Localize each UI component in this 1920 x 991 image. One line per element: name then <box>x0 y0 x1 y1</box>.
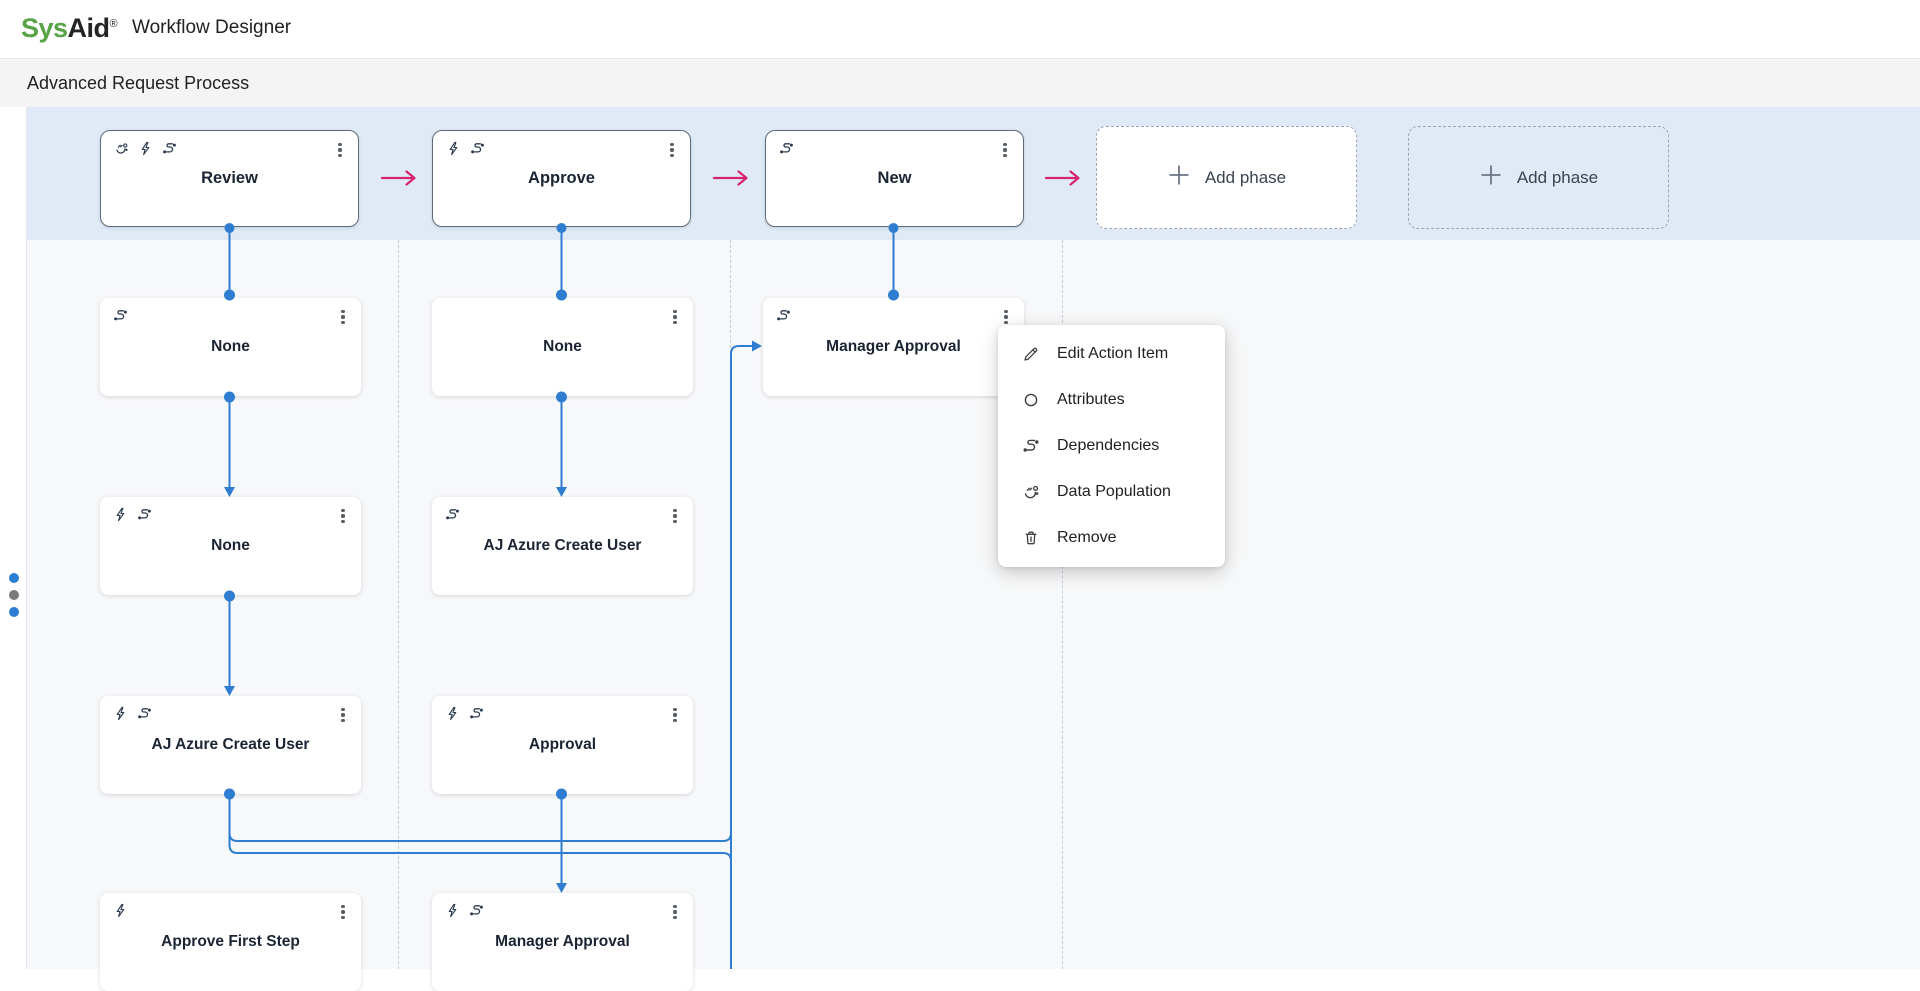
action-item-menu-button[interactable] <box>666 306 684 328</box>
action-item-title: Manager Approval <box>495 933 630 950</box>
action-item-card[interactable]: Manager Approval <box>432 893 693 991</box>
logo-aid: Aid <box>67 13 111 43</box>
sysaid-logo: SysAid® <box>21 13 118 44</box>
dependencies-icon <box>470 141 485 156</box>
data-population-icon <box>114 141 129 156</box>
menu-item-edit-action-item[interactable]: Edit Action Item <box>998 331 1225 377</box>
add-phase-label: Add phase <box>1516 167 1599 187</box>
action-item-title: None <box>543 338 582 355</box>
action-item-card[interactable]: None <box>432 298 693 396</box>
connector-arrowhead <box>752 340 762 352</box>
connector-arrowhead <box>224 686 235 696</box>
logo-sys: Sys <box>21 13 68 43</box>
action-item-card[interactable]: AJ Azure Create User <box>432 497 693 595</box>
left-rail <box>0 107 27 969</box>
lightning-icon <box>113 507 128 522</box>
plus-icon <box>1479 163 1503 192</box>
dependencies-icon <box>162 141 177 156</box>
action-item-menu-button[interactable] <box>334 306 352 328</box>
action-item-card[interactable]: None <box>100 497 361 595</box>
action-item-card[interactable]: AJ Azure Create User <box>100 696 361 794</box>
column-separator <box>1062 240 1063 969</box>
action-item-menu-button[interactable] <box>997 306 1015 328</box>
panel-drag-handle[interactable] <box>8 573 20 617</box>
menu-item-attributes[interactable]: Attributes <box>998 377 1225 423</box>
phase-menu-button[interactable] <box>663 139 681 161</box>
pencil-icon <box>1022 345 1040 363</box>
connector-arrowhead <box>556 487 567 497</box>
menu-item-label: Dependencies <box>1057 437 1160 454</box>
menu-item-label: Data Population <box>1057 483 1171 500</box>
connector-arrowhead <box>556 883 567 893</box>
action-item-card[interactable]: Approve First Step <box>100 893 361 991</box>
data-population-icon <box>1022 483 1040 501</box>
handle-dot <box>9 590 19 600</box>
menu-item-data-population[interactable]: Data Population <box>998 469 1225 515</box>
add-phase-button[interactable]: Add phase <box>1096 126 1357 229</box>
dependencies-icon <box>776 308 791 323</box>
action-item-card[interactable]: Approval <box>432 696 693 794</box>
phase-card-review[interactable]: Review <box>100 130 359 227</box>
page-title: Workflow Designer <box>132 17 292 38</box>
logo-registered-mark: ® <box>109 18 118 30</box>
breadcrumb-bar: Advanced Request Process <box>0 58 1920 107</box>
handle-dot <box>9 573 19 583</box>
action-item-title: None <box>211 537 250 554</box>
dependencies-icon <box>113 308 128 323</box>
dependencies-icon <box>1022 437 1040 455</box>
menu-item-remove[interactable]: Remove <box>998 515 1225 561</box>
phase-menu-button[interactable] <box>331 139 349 161</box>
action-item-title: Approve First Step <box>161 933 300 950</box>
handle-dot <box>9 607 19 617</box>
action-item-title: None <box>211 338 250 355</box>
menu-item-label: Edit Action Item <box>1057 345 1169 362</box>
dependencies-icon <box>779 141 794 156</box>
workflow-name: Advanced Request Process <box>27 73 250 93</box>
action-item-card[interactable]: None <box>100 298 361 396</box>
trash-icon <box>1022 529 1040 547</box>
dependencies-icon <box>137 507 152 522</box>
plus-icon <box>1167 163 1191 192</box>
menu-item-dependencies[interactable]: Dependencies <box>998 423 1225 469</box>
action-item-card[interactable]: Manager Approval <box>763 298 1024 396</box>
workflow-canvas: Review Approve New Add phase Add phase N… <box>0 107 1920 991</box>
dependencies-icon <box>137 706 152 721</box>
action-item-title: Manager Approval <box>826 338 961 355</box>
app-header: SysAid® Workflow Designer <box>0 0 1920 58</box>
add-phase-button[interactable]: Add phase <box>1408 126 1669 229</box>
lightning-icon <box>446 141 461 156</box>
action-item-title: AJ Azure Create User <box>151 736 310 753</box>
menu-item-label: Attributes <box>1057 391 1125 408</box>
action-item-title: Approval <box>528 736 597 753</box>
phase-title: Review <box>201 169 258 187</box>
menu-item-label: Remove <box>1057 529 1117 546</box>
lightning-icon <box>113 706 128 721</box>
phase-title: Approve <box>528 169 595 187</box>
circle-icon <box>1022 391 1040 409</box>
lightning-icon <box>138 141 153 156</box>
phase-title: New <box>877 169 912 187</box>
action-item-title: AJ Azure Create User <box>483 537 642 554</box>
phase-card-new[interactable]: New <box>765 130 1024 227</box>
phase-card-approve[interactable]: Approve <box>432 130 691 227</box>
add-phase-label: Add phase <box>1204 167 1287 187</box>
phase-menu-button[interactable] <box>996 139 1014 161</box>
action-item-context-menu: Edit Action Item Attributes Dependencies… <box>998 325 1225 567</box>
connector-arrowhead <box>224 487 235 497</box>
lightning-icon <box>113 903 128 918</box>
column-separator <box>730 240 731 969</box>
column-separator <box>398 240 399 969</box>
